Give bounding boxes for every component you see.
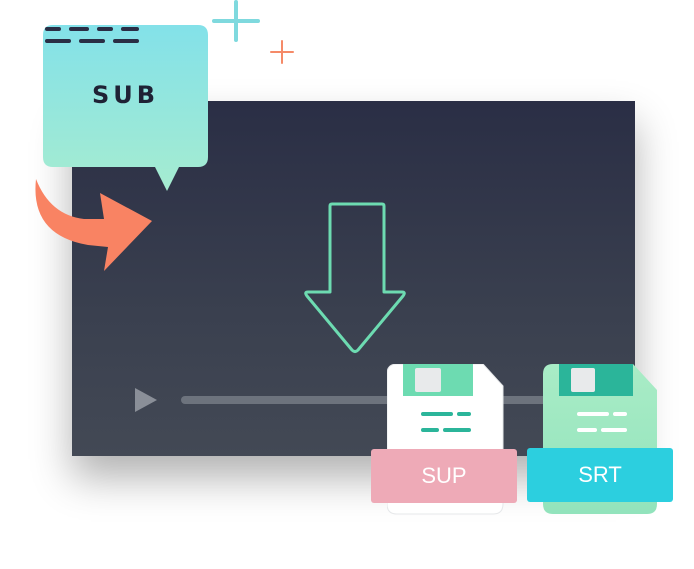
sup-file[interactable]: SUP <box>371 364 517 516</box>
srt-file[interactable]: SRT <box>527 364 673 516</box>
srt-file-label: SRT <box>527 448 673 502</box>
down-arrow-icon <box>304 202 406 353</box>
text-lines-icon <box>45 27 139 43</box>
plus-sparkle-icon <box>212 0 260 42</box>
curved-arrow-icon <box>35 179 152 271</box>
plus-sparkle-icon <box>270 40 294 64</box>
subtitle-bubble: SUB <box>43 25 208 220</box>
subtitle-bubble-label: SUB <box>91 81 160 109</box>
speech-bubble-icon <box>43 25 208 191</box>
play-icon[interactable] <box>134 387 158 413</box>
sup-file-label: SUP <box>371 449 517 503</box>
